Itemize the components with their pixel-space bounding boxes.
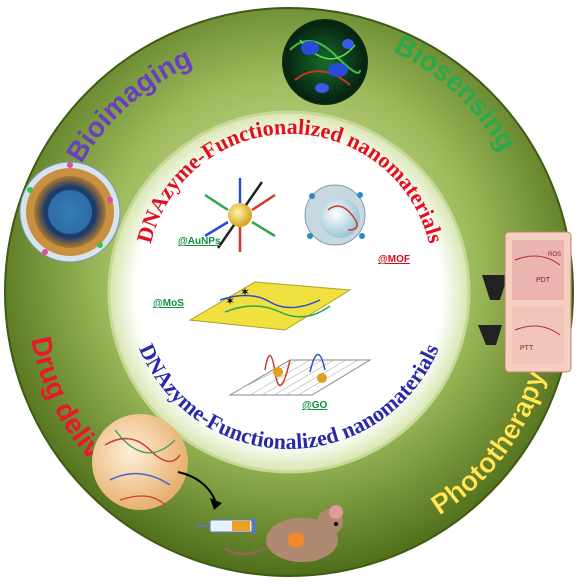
mof-illustration (304, 184, 366, 246)
cell-fluorescence-image (282, 19, 368, 105)
drug-nanoparticle-image (92, 414, 222, 510)
star-icon: ✶ (225, 294, 235, 308)
mouse-icon (224, 505, 343, 562)
mos2-illustration: ✶ ✶ (188, 281, 352, 331)
ros-label: ROS (548, 252, 561, 258)
star-icon: ✶ (240, 285, 250, 299)
tag-mos2: @MoS (153, 298, 184, 309)
go-illustration (228, 353, 372, 396)
lipid-nanoparticle-image (19, 161, 121, 263)
pdt-label: PDT (536, 277, 551, 284)
tag-go: @GO (302, 400, 328, 411)
syringe-icon (196, 518, 256, 534)
aunps-illustration (204, 178, 276, 252)
ptt-label: PTT (520, 345, 534, 352)
phototherapy-panel: PDT PTT ROS (478, 231, 572, 373)
tag-aunps: @AuNPs (178, 236, 221, 247)
tag-mof: @MOF (378, 254, 410, 265)
